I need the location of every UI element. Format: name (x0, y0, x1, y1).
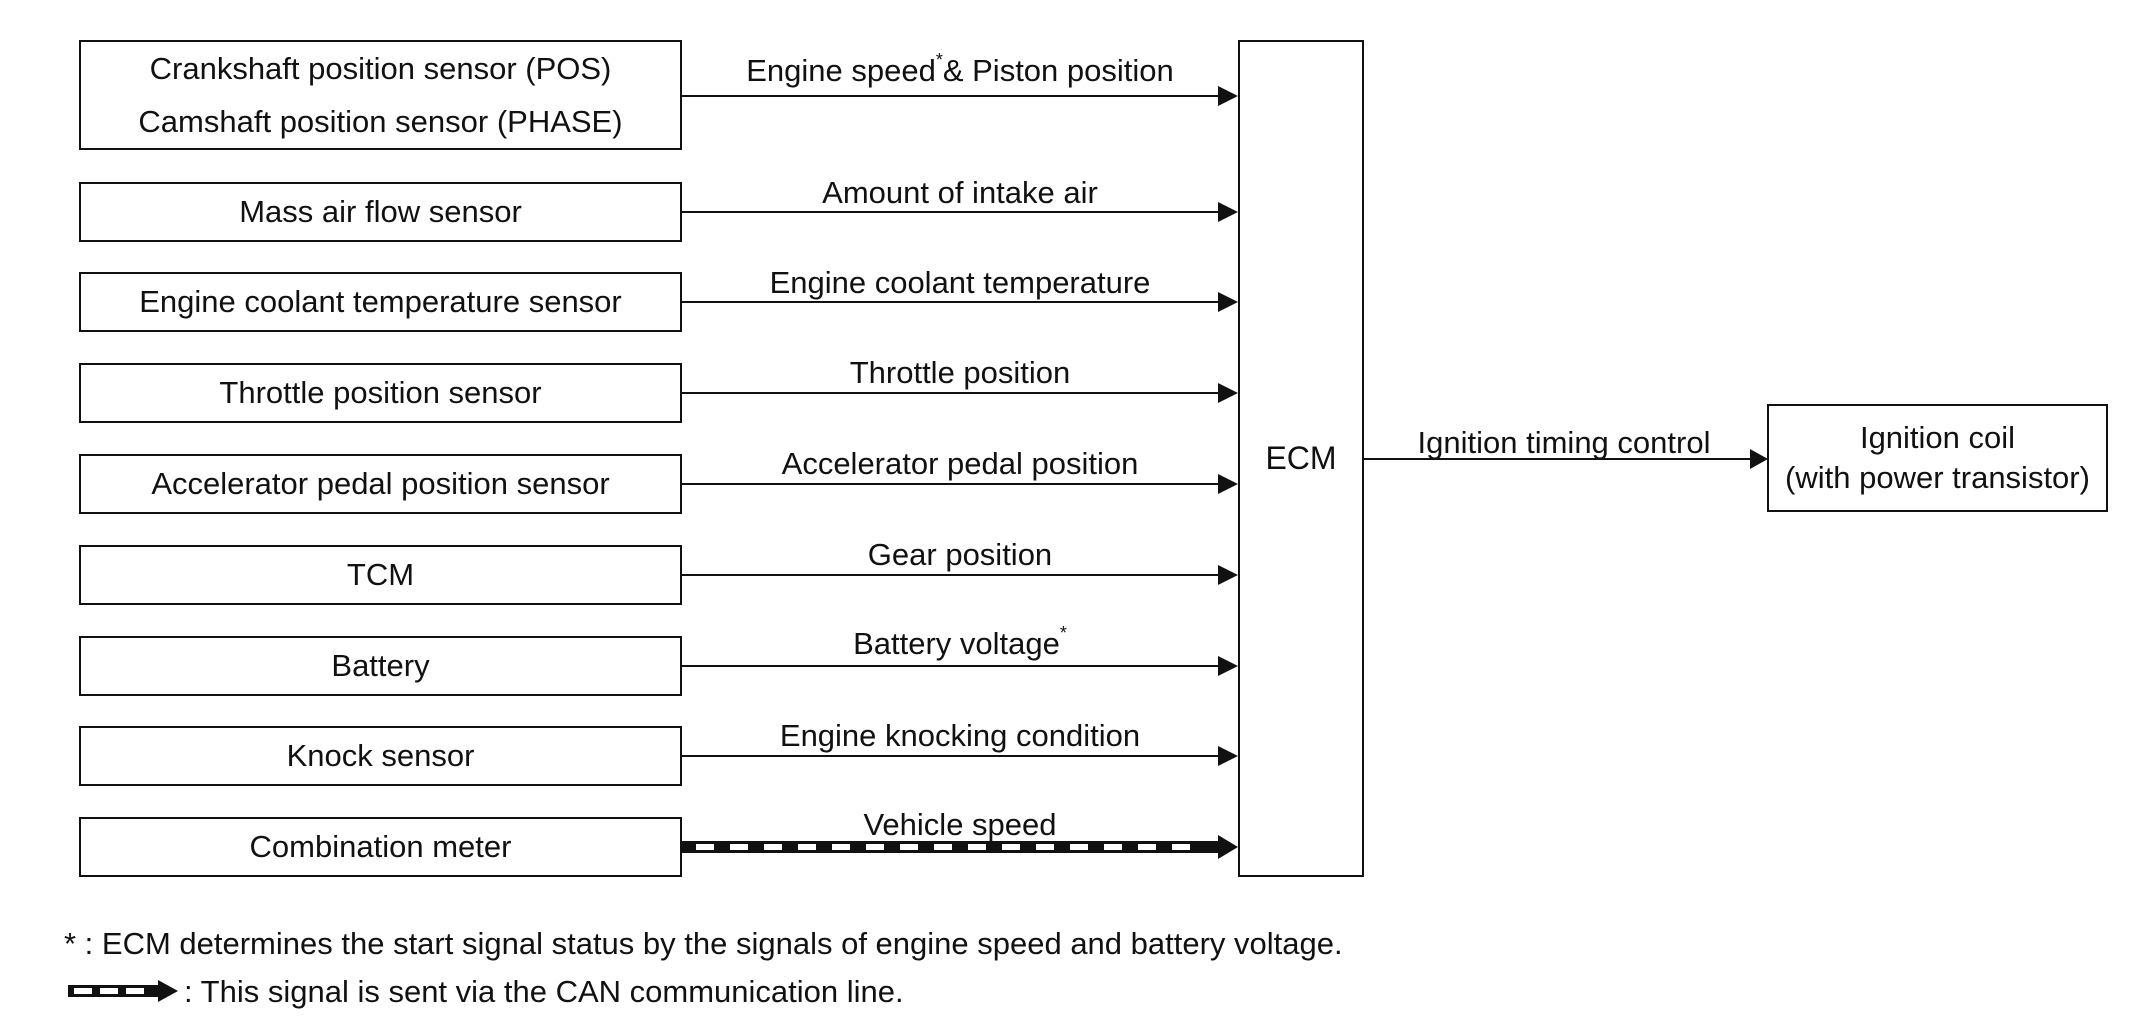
camshaft-sensor-label: Camshaft position sensor (PHASE) (138, 103, 623, 139)
knock-sensor-box: Knock sensor (79, 726, 682, 786)
coolant-temp-sensor-box: Engine coolant temperature sensor (79, 272, 682, 332)
signal-label-gear-position: Gear position (867, 537, 1053, 572)
input-arrow-3 (682, 292, 1238, 312)
ecm-box: ECM (1238, 40, 1364, 877)
ignition-coil-label: Ignition coil (1859, 419, 2016, 455)
output-arrowhead (1750, 449, 1768, 469)
signal-label-coolant-temp: Engine coolant temperature (769, 265, 1151, 300)
accelerator-pedal-sensor-box: Accelerator pedal position sensor (79, 454, 682, 514)
footnote-can: : This signal is sent via the CAN commun… (184, 974, 904, 1009)
crankshaft-sensor-label: Crankshaft position sensor (POS) (149, 50, 612, 86)
signal-label-throttle-position: Throttle position (849, 355, 1071, 390)
input-arrow-8 (682, 746, 1238, 766)
input-arrow-6 (682, 565, 1238, 585)
input-arrow-1 (682, 86, 1238, 106)
tcm-box: TCM (79, 545, 682, 605)
signal-label-knocking: Engine knocking condition (779, 718, 1141, 753)
ignition-coil-box: Ignition coil (with power transistor) (1767, 404, 2108, 512)
input-arrow-9 (682, 835, 1238, 859)
throttle-position-sensor-box: Throttle position sensor (79, 363, 682, 423)
input-arrow-4 (682, 383, 1238, 403)
signal-label-ignition-timing: Ignition timing control (1417, 425, 1711, 460)
can-legend-symbol (68, 980, 178, 1002)
signal-label-engine-speed: Engine speed*& Piston position (746, 50, 1174, 88)
combination-meter-box: Combination meter (79, 817, 682, 877)
crankshaft-camshaft-sensor-box: Crankshaft position sensor (POS) Camshaf… (79, 40, 682, 150)
battery-box: Battery (79, 636, 682, 696)
signal-label-accelerator-position: Accelerator pedal position (781, 446, 1139, 481)
input-arrow-7 (682, 656, 1238, 676)
input-arrow-5 (682, 474, 1238, 494)
ignition-coil-sublabel: (with power transistor) (1785, 460, 2090, 495)
signal-label-battery-voltage: Battery voltage* (853, 623, 1067, 661)
mass-air-flow-sensor-box: Mass air flow sensor (79, 182, 682, 242)
input-arrow-2 (682, 202, 1238, 222)
signal-label-vehicle-speed: Vehicle speed (863, 807, 1057, 842)
footnote-star: * : ECM determines the start signal stat… (64, 926, 1343, 961)
signal-label-intake-air: Amount of intake air (822, 175, 1098, 210)
